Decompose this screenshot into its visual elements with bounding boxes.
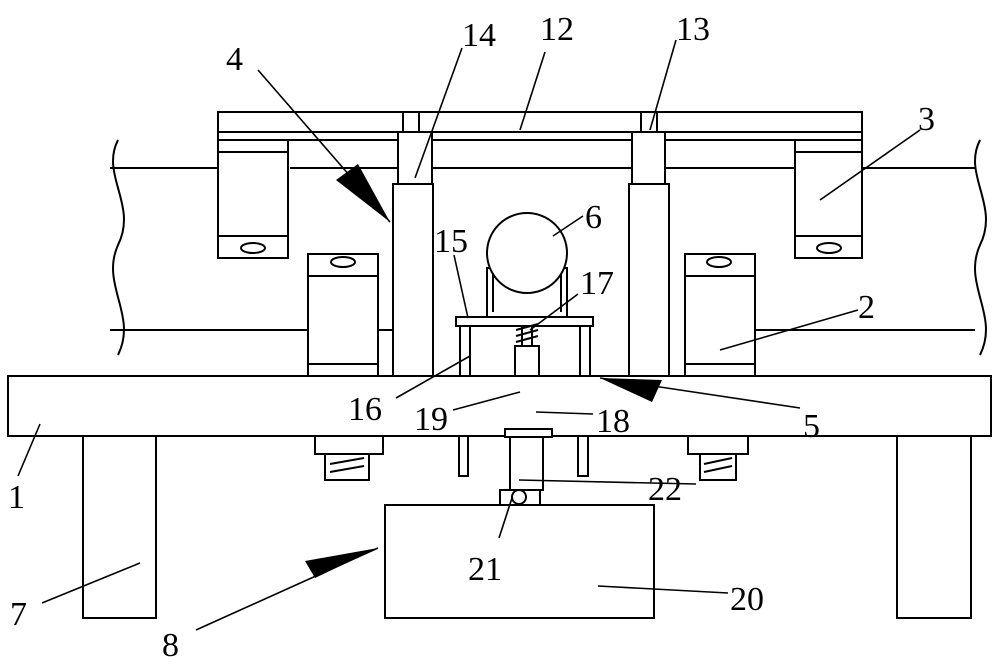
label-21: 21 bbox=[468, 551, 502, 588]
spring-17 bbox=[515, 323, 539, 346]
bolt-left bbox=[314, 435, 384, 481]
label-4: 4 bbox=[226, 41, 243, 78]
guide-pin-left bbox=[458, 435, 469, 477]
roller-6 bbox=[486, 212, 568, 319]
arrowhead-5 bbox=[600, 378, 662, 402]
label-12: 12 bbox=[540, 11, 574, 48]
callout-labels: 4 14 12 13 3 15 6 17 2 16 19 18 5 1 22 2… bbox=[8, 11, 935, 664]
leg-left bbox=[82, 435, 157, 619]
label-13: 13 bbox=[676, 11, 710, 48]
label-7: 7 bbox=[10, 596, 27, 633]
upper-clamp-block-left bbox=[217, 139, 289, 259]
bolt-right bbox=[687, 435, 749, 481]
lower-clamp-block-left bbox=[307, 253, 379, 377]
bearing-21 bbox=[511, 489, 527, 505]
motor-box-20 bbox=[384, 504, 655, 619]
mounting-plate-15 bbox=[455, 316, 594, 376]
label-16: 16 bbox=[348, 391, 382, 428]
label-3: 3 bbox=[918, 101, 935, 138]
leg-right bbox=[896, 435, 972, 619]
cylinder-right bbox=[628, 131, 670, 377]
label-18: 18 bbox=[596, 403, 630, 440]
arrowhead-4 bbox=[336, 164, 390, 222]
label-1: 1 bbox=[8, 479, 25, 516]
label-2: 2 bbox=[858, 289, 875, 326]
base-plate-1 bbox=[7, 375, 992, 437]
label-22: 22 bbox=[648, 471, 682, 508]
top-frame-12 bbox=[217, 111, 863, 141]
guide-pin-right bbox=[577, 435, 589, 477]
upper-clamp-block-right bbox=[794, 139, 863, 259]
lower-clamp-block-right bbox=[684, 253, 756, 377]
label-8: 8 bbox=[162, 627, 179, 664]
cylinder-left bbox=[392, 131, 434, 377]
label-17: 17 bbox=[580, 265, 614, 302]
arrowhead-8 bbox=[305, 548, 378, 578]
label-15: 15 bbox=[434, 223, 468, 260]
arrowheads bbox=[305, 164, 662, 578]
label-14: 14 bbox=[462, 17, 496, 54]
label-5: 5 bbox=[803, 408, 820, 445]
label-19: 19 bbox=[414, 401, 448, 438]
label-20: 20 bbox=[730, 581, 764, 618]
label-6: 6 bbox=[585, 199, 602, 236]
